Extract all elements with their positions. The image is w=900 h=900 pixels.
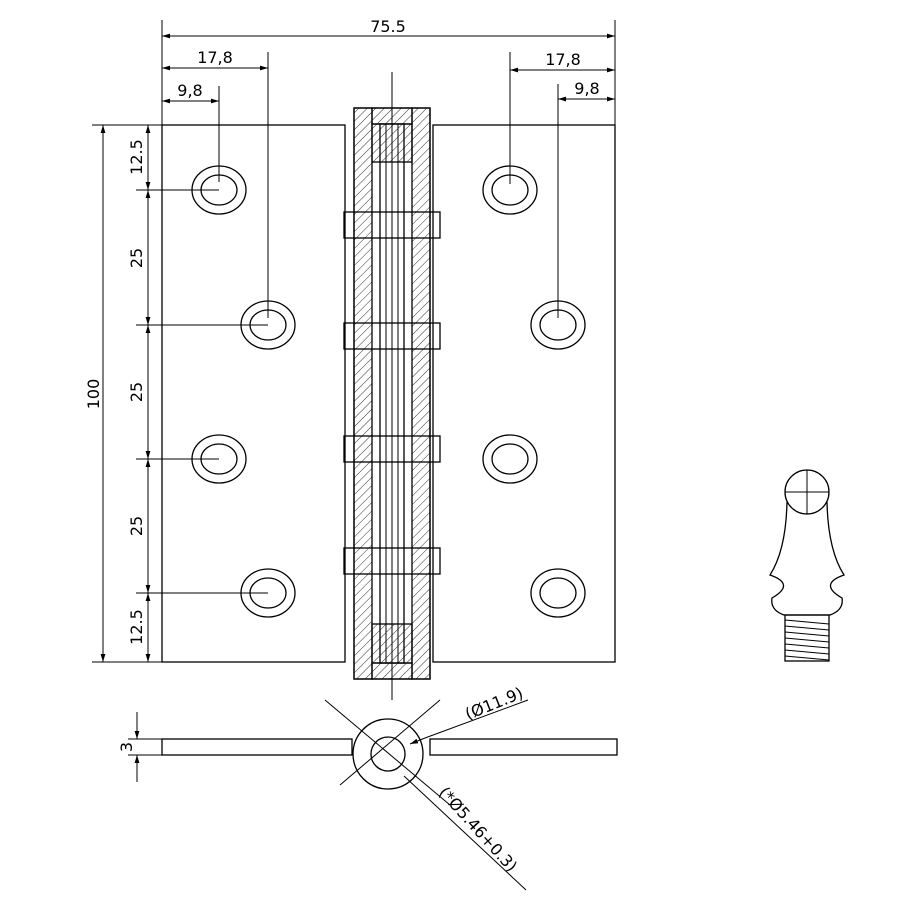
- pin-circle: [370, 736, 406, 772]
- edge-bottom-label: 12.5: [127, 609, 146, 645]
- finial-body: [769, 501, 845, 616]
- pitch-1-label: 25: [127, 248, 146, 268]
- left-dimensions: 100 12.5 25 25 25 12.5: [84, 124, 268, 663]
- knuckle-outer-circle: [352, 718, 424, 790]
- hinge-side-view: 3 (Ø11.9) (*Ø5.46+0.3): [117, 683, 618, 891]
- hole-offset-left-label: 17,8: [197, 48, 233, 67]
- hinge-front-view: [161, 72, 616, 700]
- pitch-2-label: 25: [127, 382, 146, 402]
- hole-edge-right-label: 9,8: [574, 79, 599, 98]
- top-dimensions: 75.5 17,8 9,8 17,8 9,8: [161, 17, 616, 318]
- overall-width-label: 75.5: [370, 17, 406, 36]
- pitch-3-label: 25: [127, 516, 146, 536]
- screw-hole: [482, 434, 538, 484]
- leaf-thickness-label: 3: [117, 742, 136, 752]
- hole-offset-right-label: 17,8: [545, 50, 581, 69]
- pin-diameter-label: (*Ø5.46+0.3): [435, 783, 521, 876]
- knuckle-diameter-label: (Ø11.9): [462, 683, 525, 723]
- overall-height-label: 100: [84, 379, 103, 410]
- right-screw-holes: [482, 165, 586, 618]
- finial-thread: [784, 614, 830, 662]
- finial-tip-drawing: [769, 469, 845, 662]
- edge-top-label: 12.5: [127, 139, 146, 175]
- knuckle-section: [343, 72, 441, 700]
- side-leaf-left: [161, 738, 353, 756]
- right-leaf: [432, 124, 616, 663]
- hole-edge-left-label: 9,8: [177, 81, 202, 100]
- screw-hole: [530, 568, 586, 618]
- left-leaf: [161, 124, 346, 663]
- side-leaf-right: [429, 738, 618, 756]
- left-screw-holes: [191, 165, 296, 618]
